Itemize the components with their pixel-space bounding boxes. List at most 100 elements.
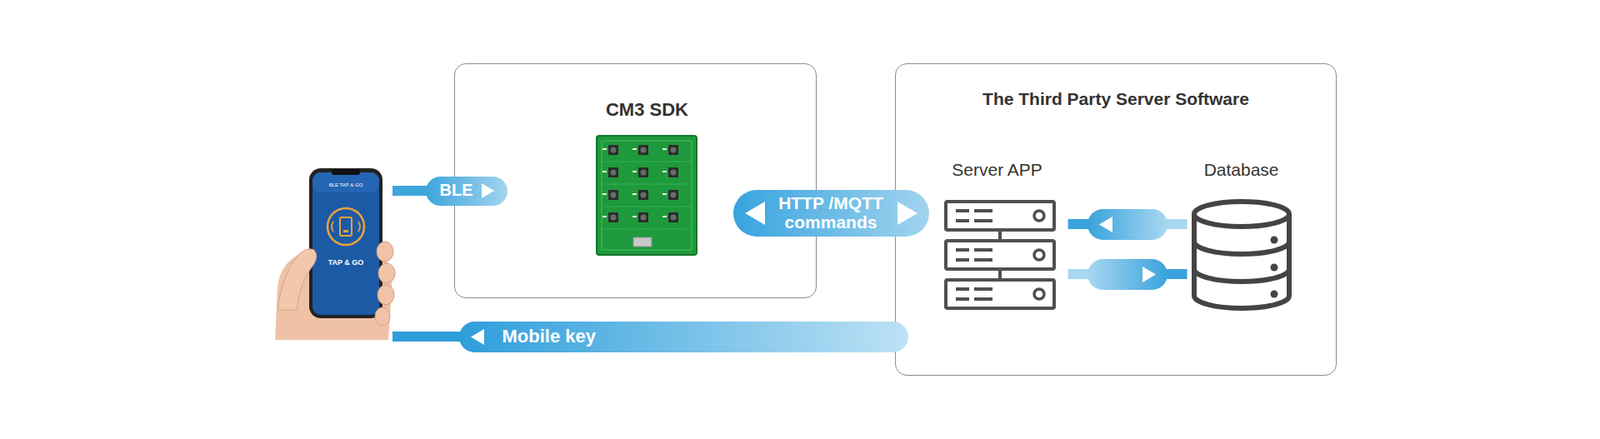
arrow-head-shape	[1099, 216, 1113, 233]
phone-illustration-part	[309, 168, 383, 319]
server-icon-part	[945, 280, 1055, 309]
board-button-part	[640, 215, 647, 221]
hand-fingers-part	[377, 285, 395, 305]
server-icon-part	[945, 201, 1055, 230]
silkscreen-mark-part	[632, 215, 637, 218]
sdk-panel: CM3 SDK	[454, 63, 817, 299]
silkscreen-mark-part	[662, 170, 667, 173]
board-button-part	[640, 192, 647, 199]
server-icon-part	[1034, 289, 1045, 300]
board-button-part	[668, 190, 679, 200]
arrow-head	[745, 201, 765, 225]
database-node: Database	[1187, 154, 1296, 313]
silkscreen-mark-part	[632, 148, 637, 150]
screen-caption: TAP & GO	[328, 258, 365, 268]
board-button-part	[640, 147, 647, 154]
phone-illustration-part	[331, 169, 360, 175]
server-icon-part	[955, 289, 993, 300]
silkscreen-mark-part	[602, 193, 607, 195]
phone-device: BLE TAP & GO TAP & GO	[273, 166, 393, 342]
arrow-head-shape	[1142, 266, 1156, 283]
connector-pill: HTTP /MQTT commands	[733, 190, 930, 237]
phone-illustration-part	[358, 221, 360, 232]
silkscreen-mark-part	[632, 193, 637, 195]
arrow-head-shape	[470, 329, 485, 345]
circuit-board	[596, 135, 697, 255]
arrow-head	[897, 201, 918, 225]
panel-title: The Third Party Server Software	[982, 88, 1250, 110]
silkscreen-mark-part	[602, 170, 607, 173]
hand-fingers-part	[375, 307, 390, 326]
server-icon-part	[1034, 210, 1045, 221]
connector-pill	[1087, 209, 1168, 240]
connector-pill: Mobile key	[459, 321, 909, 353]
circuit-board-part	[601, 140, 692, 250]
arrow-head	[481, 183, 495, 199]
silkscreen-mark-part	[662, 148, 667, 150]
phone-illustration-part	[312, 172, 380, 315]
board-button-part	[638, 212, 649, 223]
hand-fingers-part	[378, 263, 395, 284]
board-button-part	[610, 192, 617, 199]
screen-header: BLE TAP & GO	[329, 182, 364, 189]
phone-illustration	[309, 168, 383, 319]
arrow-head	[1142, 266, 1156, 283]
arrow-head-shape	[745, 201, 765, 225]
server-icon-part	[955, 250, 993, 260]
board-button-part	[640, 170, 647, 176]
server-icon-part	[955, 210, 993, 221]
database-icon-part	[1270, 264, 1279, 272]
board-button-part	[668, 145, 679, 155]
server-icon-part	[1034, 250, 1045, 260]
board-button-part	[670, 147, 677, 154]
arrow-head-shape	[897, 201, 918, 225]
circuit-board-part	[596, 135, 697, 255]
connector-label: HTTP /MQTT commands	[770, 194, 893, 232]
board-button-part	[608, 167, 619, 178]
silkscreen-mark-part	[632, 170, 637, 173]
board-button-part	[638, 167, 649, 178]
board-button-part	[670, 215, 677, 221]
board-button-part	[608, 212, 619, 223]
hand-fingers	[277, 241, 395, 326]
arrow-head-shape	[481, 183, 495, 199]
board-button-part	[608, 145, 619, 155]
server-icon	[945, 201, 1055, 309]
database-icon-part	[1270, 236, 1279, 245]
hand-fingers-part	[376, 241, 394, 262]
node-label: Database	[1204, 159, 1280, 180]
database-icon-part	[1194, 201, 1290, 227]
board-button-part	[670, 170, 677, 176]
phone-illustration-part	[343, 230, 349, 233]
silkscreen-mark-part	[662, 193, 667, 195]
board-button-part	[638, 145, 649, 155]
silkscreen-mark-part	[602, 215, 607, 218]
arrow-head	[470, 329, 485, 345]
connector-pill	[1087, 259, 1168, 290]
database-icon-part	[1270, 290, 1279, 299]
database-icon	[1194, 201, 1290, 309]
board-button-part	[668, 212, 679, 223]
board-button-part	[610, 147, 617, 154]
phone-illustration-part	[331, 221, 334, 232]
node-label: Server APP	[951, 159, 1043, 180]
silkscreen-mark	[602, 148, 667, 218]
circuit-board-part	[601, 161, 692, 230]
board-button-part	[668, 167, 679, 178]
phone-illustration-part	[312, 172, 380, 193]
board-connector	[633, 237, 652, 247]
server-icon-part	[945, 240, 1055, 270]
board-button-part	[608, 190, 619, 200]
connector-pill: BLE	[425, 176, 508, 206]
silkscreen-mark-part	[662, 215, 667, 218]
board-button	[608, 145, 679, 223]
phone-illustration-part	[327, 208, 365, 245]
board-button-part	[638, 190, 649, 200]
connector-label: BLE	[440, 181, 474, 200]
server-app-node: Server APP	[926, 154, 1069, 313]
connector-label: Mobile key	[502, 326, 596, 347]
connector-group	[392, 190, 1188, 337]
panel-title: CM3 SDK	[605, 99, 689, 121]
board-button-part	[610, 215, 617, 221]
